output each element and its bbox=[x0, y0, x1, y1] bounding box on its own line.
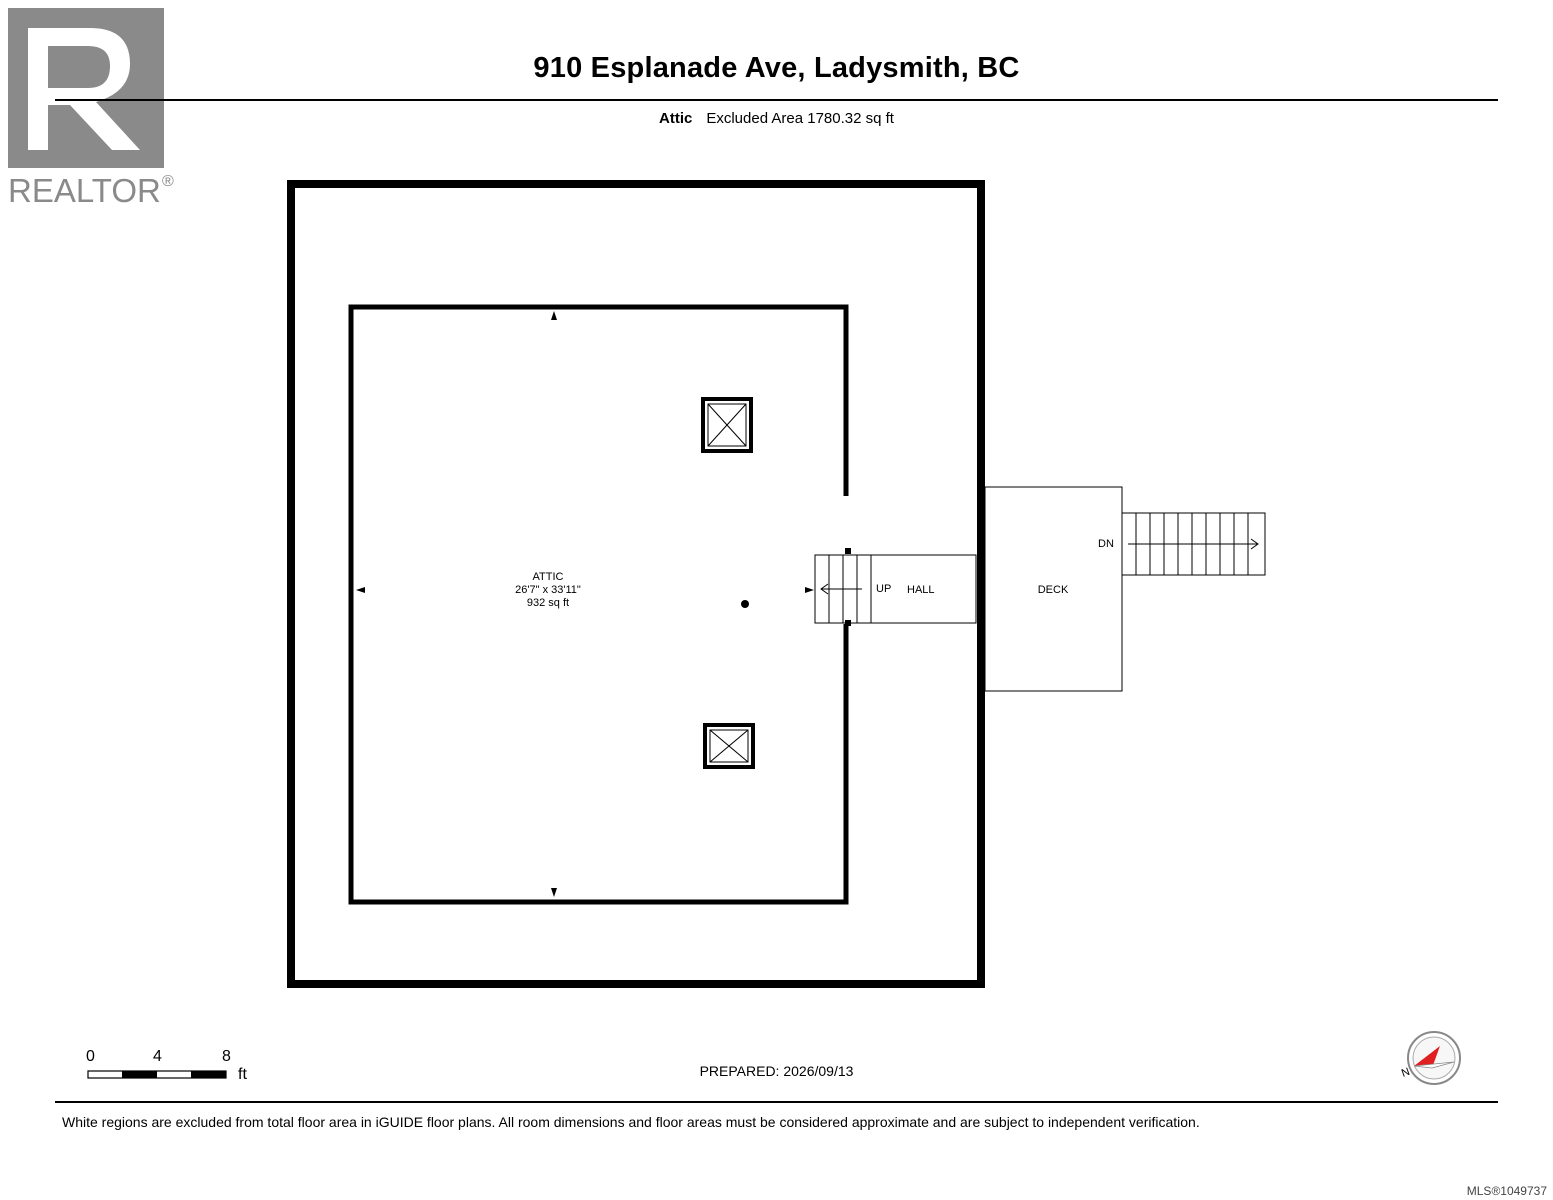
dimension-arrow-left bbox=[356, 587, 365, 593]
mls-number: MLS®1049737 bbox=[1466, 1184, 1547, 1198]
hall-label: HALL bbox=[907, 584, 935, 596]
outer-wall bbox=[287, 180, 985, 988]
door-jamb-top bbox=[845, 548, 851, 554]
vent-box-upper bbox=[701, 397, 753, 453]
attic-room-dims: 26'7" x 33'11" bbox=[515, 584, 581, 596]
attic-room-name: ATTIC bbox=[533, 571, 564, 583]
hall-area bbox=[870, 554, 977, 624]
compass-icon: N bbox=[1400, 1031, 1461, 1085]
realtor-logo: REALTOR ® bbox=[8, 8, 174, 209]
dimension-arrow-right bbox=[805, 587, 814, 593]
stairs-up-label: UP bbox=[876, 583, 891, 595]
vent-box-lower bbox=[703, 723, 755, 769]
center-marker bbox=[741, 600, 749, 608]
disclaimer-text: White regions are excluded from total fl… bbox=[62, 1114, 1200, 1130]
deck-area bbox=[984, 486, 1123, 692]
page-title: 910 Esplanade Ave, Ladysmith, BC bbox=[533, 52, 1020, 84]
deck-label: DECK bbox=[1038, 584, 1069, 596]
footer-divider bbox=[55, 1101, 1498, 1103]
compass-north-label: N bbox=[1400, 1066, 1412, 1080]
stairs-down-label: DN bbox=[1098, 538, 1114, 550]
realtor-logo-mark: ® bbox=[162, 173, 174, 190]
prepared-date: PREPARED: 2026/09/13 bbox=[699, 1063, 854, 1079]
scale-unit: ft bbox=[238, 1066, 247, 1083]
floor-subtitle: Attic Excluded Area 1780.32 sq ft bbox=[0, 110, 1553, 127]
stairs-up bbox=[814, 554, 872, 624]
excluded-area-text: Excluded Area 1780.32 sq ft bbox=[706, 110, 894, 127]
inner-room-wall bbox=[348, 304, 849, 905]
dimension-arrow-bottom bbox=[551, 888, 557, 897]
scale-tick-8: 8 bbox=[222, 1048, 231, 1065]
dimension-arrow-top bbox=[551, 311, 557, 320]
scale-bar bbox=[87, 1070, 227, 1079]
scale-tick-4: 4 bbox=[153, 1048, 162, 1065]
scale-labels: 0 4 8 ft bbox=[85, 1048, 265, 1088]
realtor-logo-text: REALTOR bbox=[8, 172, 161, 209]
attic-room-area: 932 sq ft bbox=[527, 597, 569, 609]
title-divider bbox=[55, 99, 1498, 101]
scale-tick-0: 0 bbox=[86, 1048, 95, 1065]
stairs-down bbox=[1121, 512, 1266, 576]
floor-label: Attic bbox=[659, 110, 693, 127]
